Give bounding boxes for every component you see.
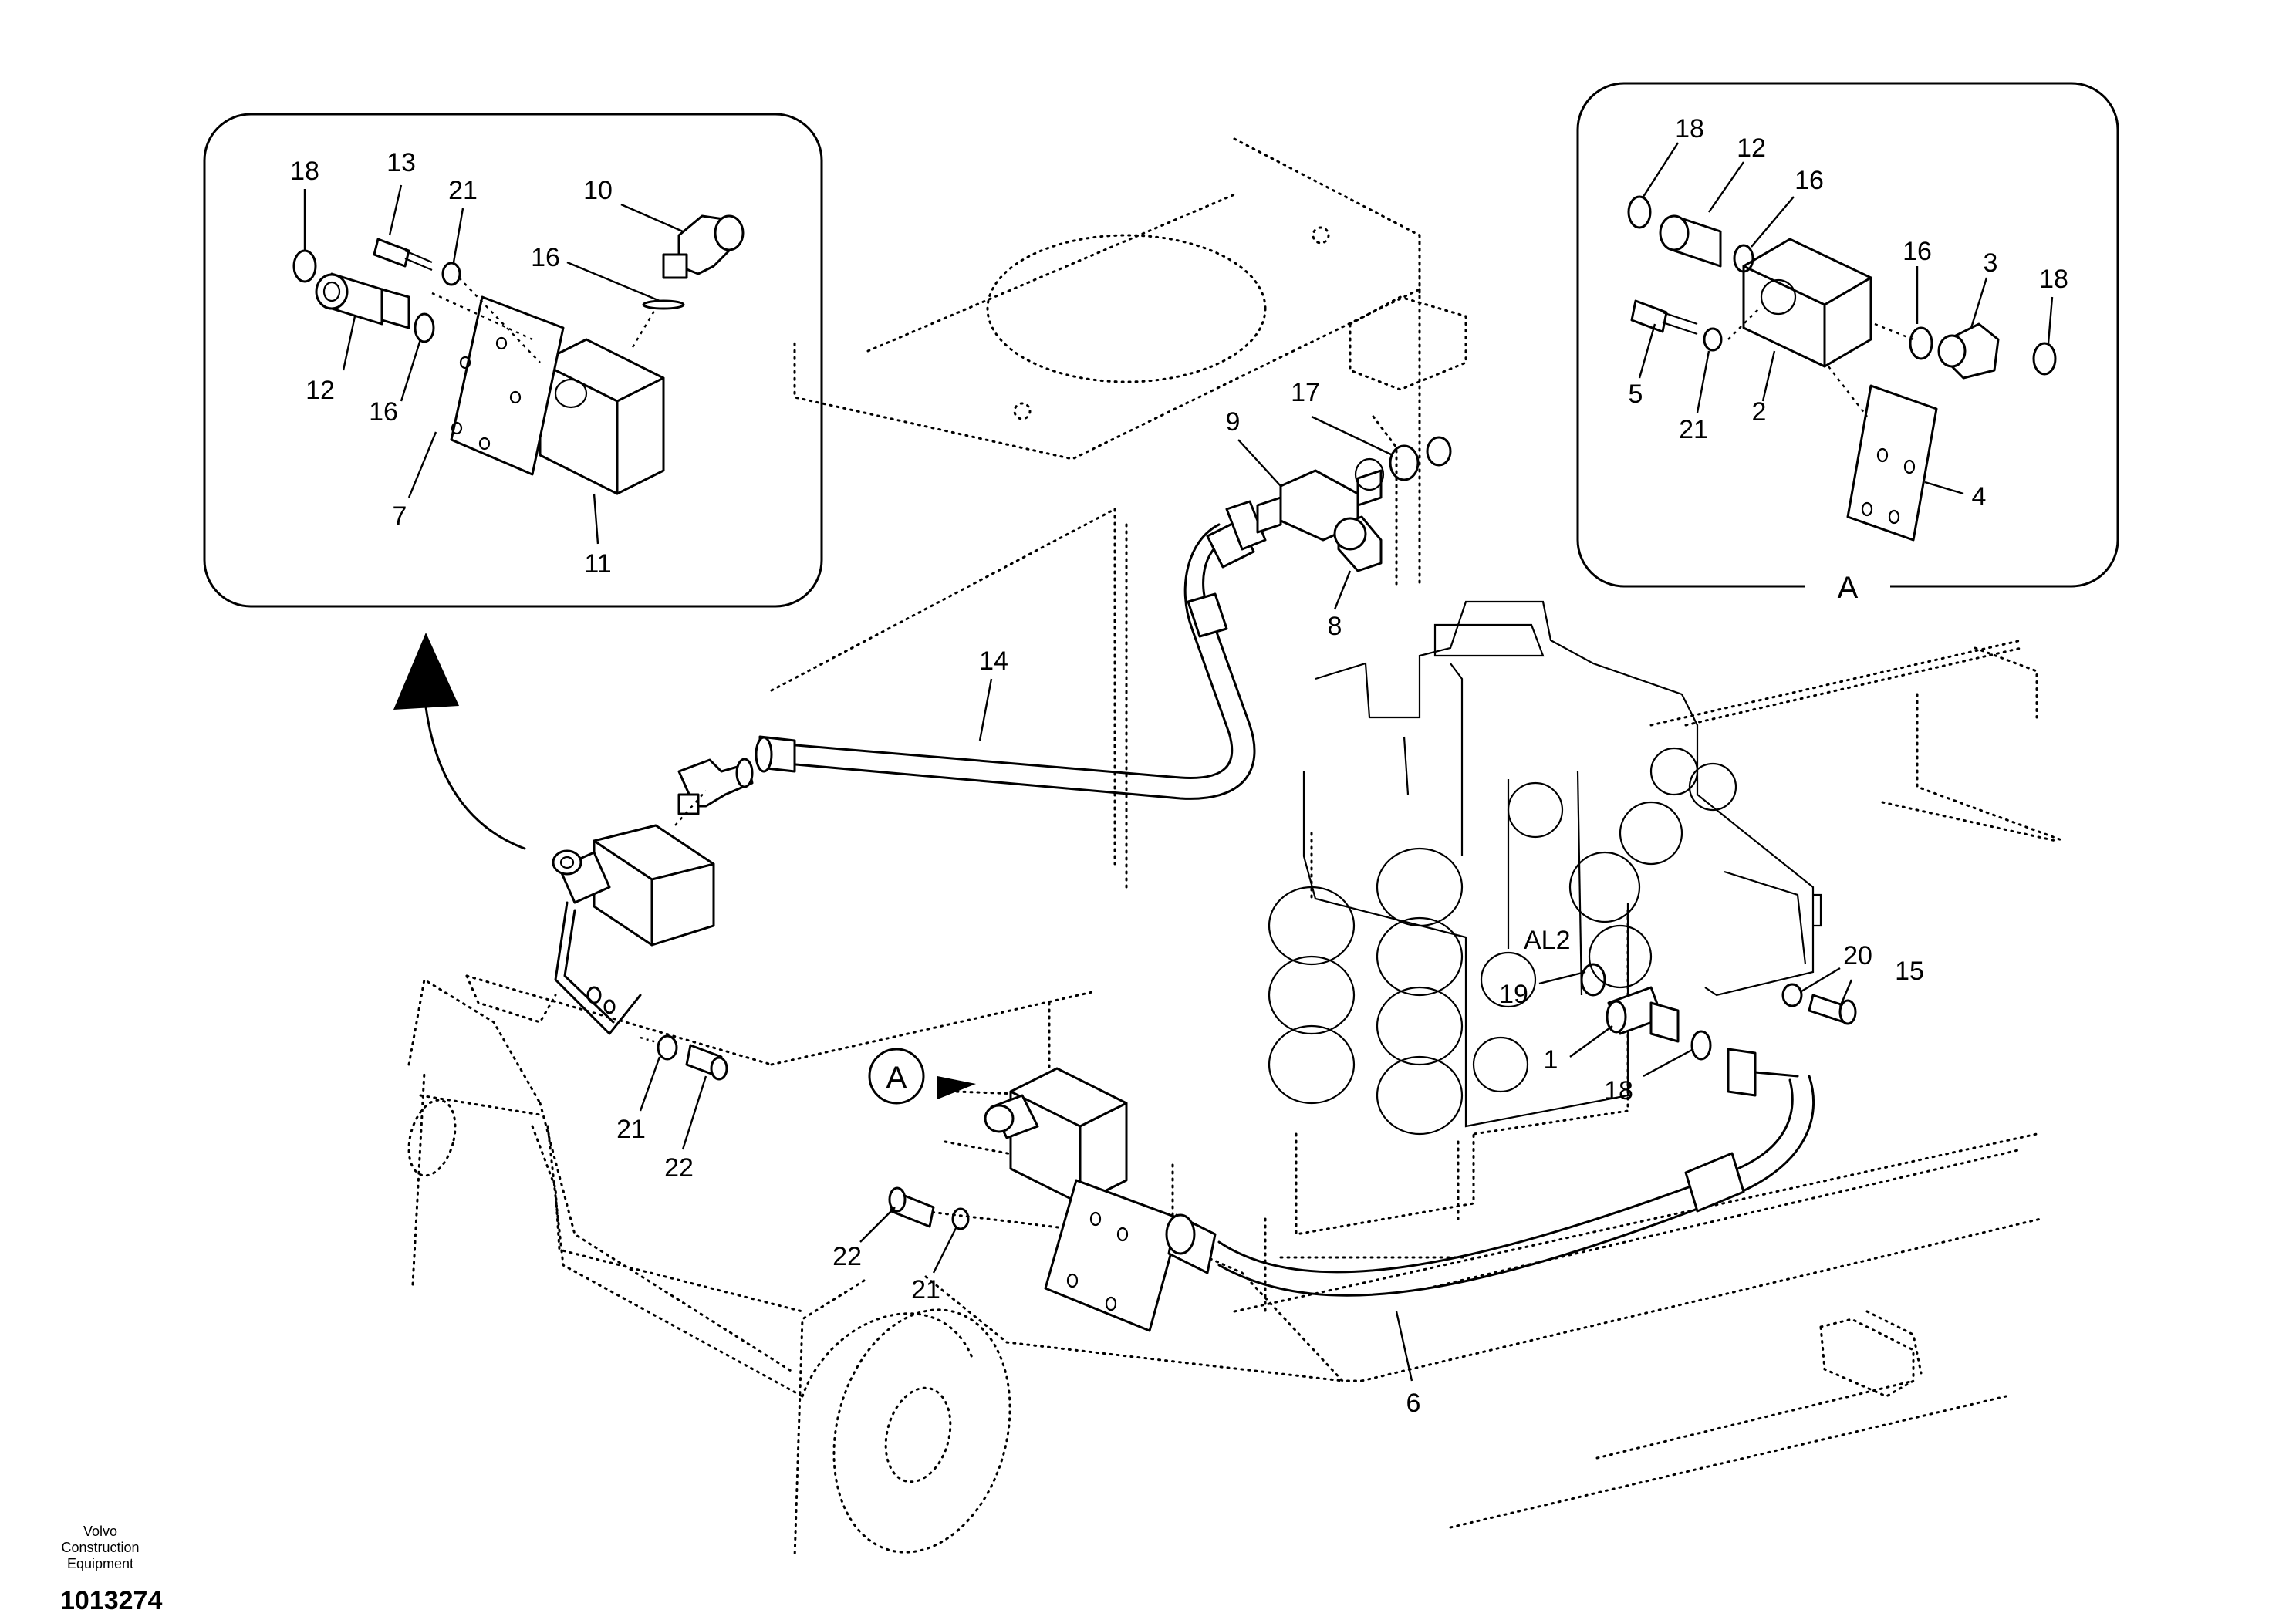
callout-4: 4 [1972, 482, 1987, 511]
view-marker-a: A [868, 1048, 925, 1105]
valve-a-assembly [937, 1067, 1182, 1332]
company-name: Volvo Construction Equipment [61, 1524, 140, 1571]
control-valve: AL2 [1268, 600, 1822, 1136]
callout-2: 2 [1752, 397, 1767, 427]
bolt-22-upper [640, 1034, 728, 1081]
callout-5: 5 [1629, 380, 1643, 409]
callouts-left-detail: 18 13 21 10 16 12 16 7 11 [290, 148, 613, 579]
view-marker-label: A [886, 1061, 907, 1095]
callout-21: 21 [1679, 415, 1708, 444]
callout-22: 22 [664, 1153, 694, 1183]
callout-20: 20 [1843, 941, 1872, 970]
view-label-a: A [1838, 571, 1859, 605]
elbow-fitting-10 [677, 758, 754, 815]
callout-18: 18 [2039, 265, 2068, 294]
plug-8 [1333, 515, 1383, 572]
callout-18: 18 [1675, 114, 1704, 143]
callout-18: 18 [290, 157, 319, 186]
hose-6 [1165, 1048, 1815, 1297]
callout-6: 6 [1406, 1389, 1421, 1418]
callout-14: 14 [979, 646, 1008, 676]
callout-16: 16 [1903, 237, 1932, 266]
callout-17: 17 [1291, 378, 1320, 407]
detail-panel-right [1576, 82, 2119, 606]
callout-3: 3 [1984, 248, 1998, 278]
callout-15: 15 [1895, 957, 1924, 986]
footer: Volvo Construction Equipment 1013274 [0, 1524, 201, 1616]
callout-18: 18 [1604, 1076, 1633, 1105]
callout-19: 19 [1499, 980, 1528, 1009]
callouts-right-detail: 18 12 16 16 3 18 5 21 2 4 A [1629, 114, 2068, 605]
detail-panel-left [203, 113, 823, 608]
valve-11-assembly [552, 790, 715, 1035]
leader-lines [303, 142, 2075, 1382]
callout-16: 16 [369, 397, 398, 427]
o-ring-17 [1389, 444, 1420, 481]
callout-22: 22 [832, 1242, 862, 1271]
curved-arrow-icon [393, 633, 526, 850]
callout-8: 8 [1328, 612, 1342, 641]
callouts-main: 14 9 17 8 21 22 22 21 6 20 15 19 1 18 [616, 378, 1924, 1418]
valve-spools [1268, 747, 1737, 1136]
callout-9: 9 [1226, 407, 1241, 437]
document-number: 1013274 [60, 1586, 163, 1615]
fitting-stub [1426, 436, 1452, 467]
callout-12: 12 [306, 376, 335, 405]
callout-21: 21 [616, 1115, 646, 1144]
bolt-22-lower [888, 1186, 970, 1230]
callout-21: 21 [448, 176, 478, 205]
callout-11: 11 [584, 549, 611, 579]
callout-12: 12 [1737, 133, 1766, 163]
callout-1: 1 [1544, 1045, 1558, 1075]
machine-outline [407, 137, 2065, 1560]
callout-16: 16 [1795, 166, 1824, 195]
callout-16: 16 [531, 243, 560, 272]
callout-13: 13 [387, 148, 416, 177]
hose-14 [755, 500, 1267, 800]
flange-1 [1580, 963, 1857, 1061]
callout-7: 7 [393, 501, 407, 531]
port-marking-al2: AL2 [1524, 926, 1571, 955]
callout-21: 21 [911, 1275, 940, 1304]
callout-10: 10 [583, 176, 613, 205]
